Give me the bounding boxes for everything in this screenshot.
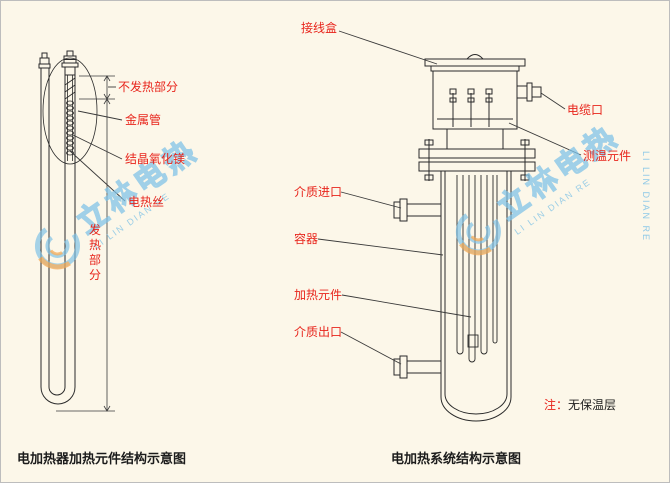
- outlet-pipe: [393, 355, 441, 379]
- label-heating-wire: 电热丝: [128, 195, 165, 209]
- inlet-pipe: [393, 198, 441, 222]
- right-diagram-caption: 电加热系统结构示意图: [391, 451, 522, 466]
- note-no-insulation: 注：无保温层: [544, 396, 616, 413]
- heater-tubes: [456, 175, 498, 363]
- dimension-lines: [56, 75, 115, 412]
- label-vessel: 容器: [294, 232, 319, 246]
- label-heater-element: 加热元件: [294, 288, 343, 302]
- right-leader-lines: [317, 30, 582, 365]
- heating-coil: [66, 100, 75, 156]
- note-text: 无保温层: [568, 398, 617, 412]
- left-diagram-caption: 电加热器加热元件结构示意图: [17, 451, 187, 466]
- label-cable-port: 电缆口: [567, 103, 604, 117]
- right-system-drawing: [317, 30, 582, 422]
- label-metal-tube: 金属管: [125, 113, 162, 127]
- label-temp-sensor: 测温元件: [583, 149, 632, 163]
- label-mgo: 结晶氧化镁: [125, 152, 186, 166]
- label-heating-part: 发热部分: [89, 223, 102, 282]
- left-element-drawing: [38, 50, 126, 412]
- label-non-heating-part: 不发热部分: [118, 80, 179, 94]
- flange-bolts: [424, 139, 530, 181]
- label-medium-inlet: 介质进口: [294, 185, 343, 199]
- left-leader-lines: [69, 86, 126, 202]
- label-junction-box: 接线盒: [301, 21, 338, 35]
- detail-ellipse: [42, 57, 98, 165]
- label-medium-outlet: 介质出口: [294, 325, 343, 339]
- note-prefix: 注：: [544, 398, 569, 412]
- terminal-studs: [449, 88, 493, 127]
